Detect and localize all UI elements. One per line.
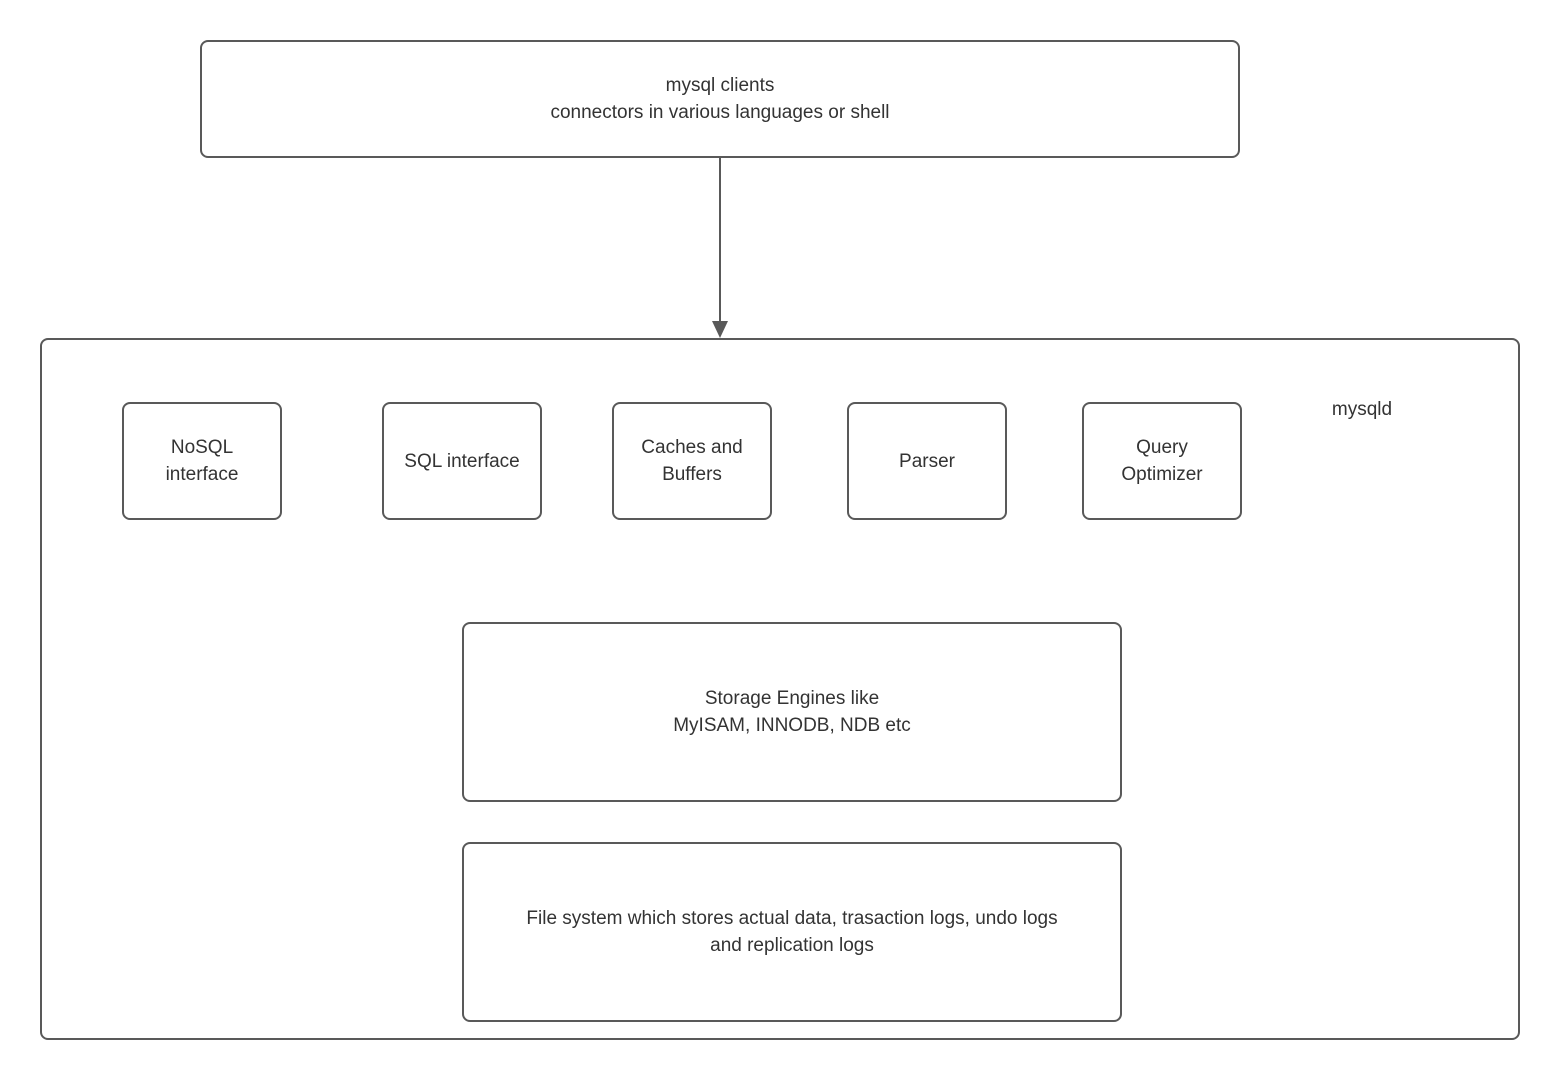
- mysql-clients-label: mysql clients connectors in various lang…: [550, 75, 890, 123]
- mysql-clients-box: mysql clients connectors in various lang…: [200, 40, 1240, 158]
- storage-engines-box: Storage Engines like MyISAM, INNODB, NDB…: [462, 622, 1122, 802]
- clients-to-mysqld-arrow-line: [719, 158, 721, 324]
- arrow-down-icon: [712, 321, 728, 338]
- component-box-caches-and-buffers: Caches and Buffers: [612, 402, 772, 520]
- component-box-parser: Parser: [847, 402, 1007, 520]
- component-box-nosql-interface: NoSQL interface: [122, 402, 282, 520]
- file-system-box: File system which stores actual data, tr…: [462, 842, 1122, 1022]
- mysqld-container-box: mysqld NoSQL interface SQL interface Cac…: [40, 338, 1520, 1040]
- component-box-query-optimizer: Query Optimizer: [1082, 402, 1242, 520]
- mysqld-label: mysqld: [1331, 399, 1393, 420]
- component-box-sql-interface: SQL interface: [382, 402, 542, 520]
